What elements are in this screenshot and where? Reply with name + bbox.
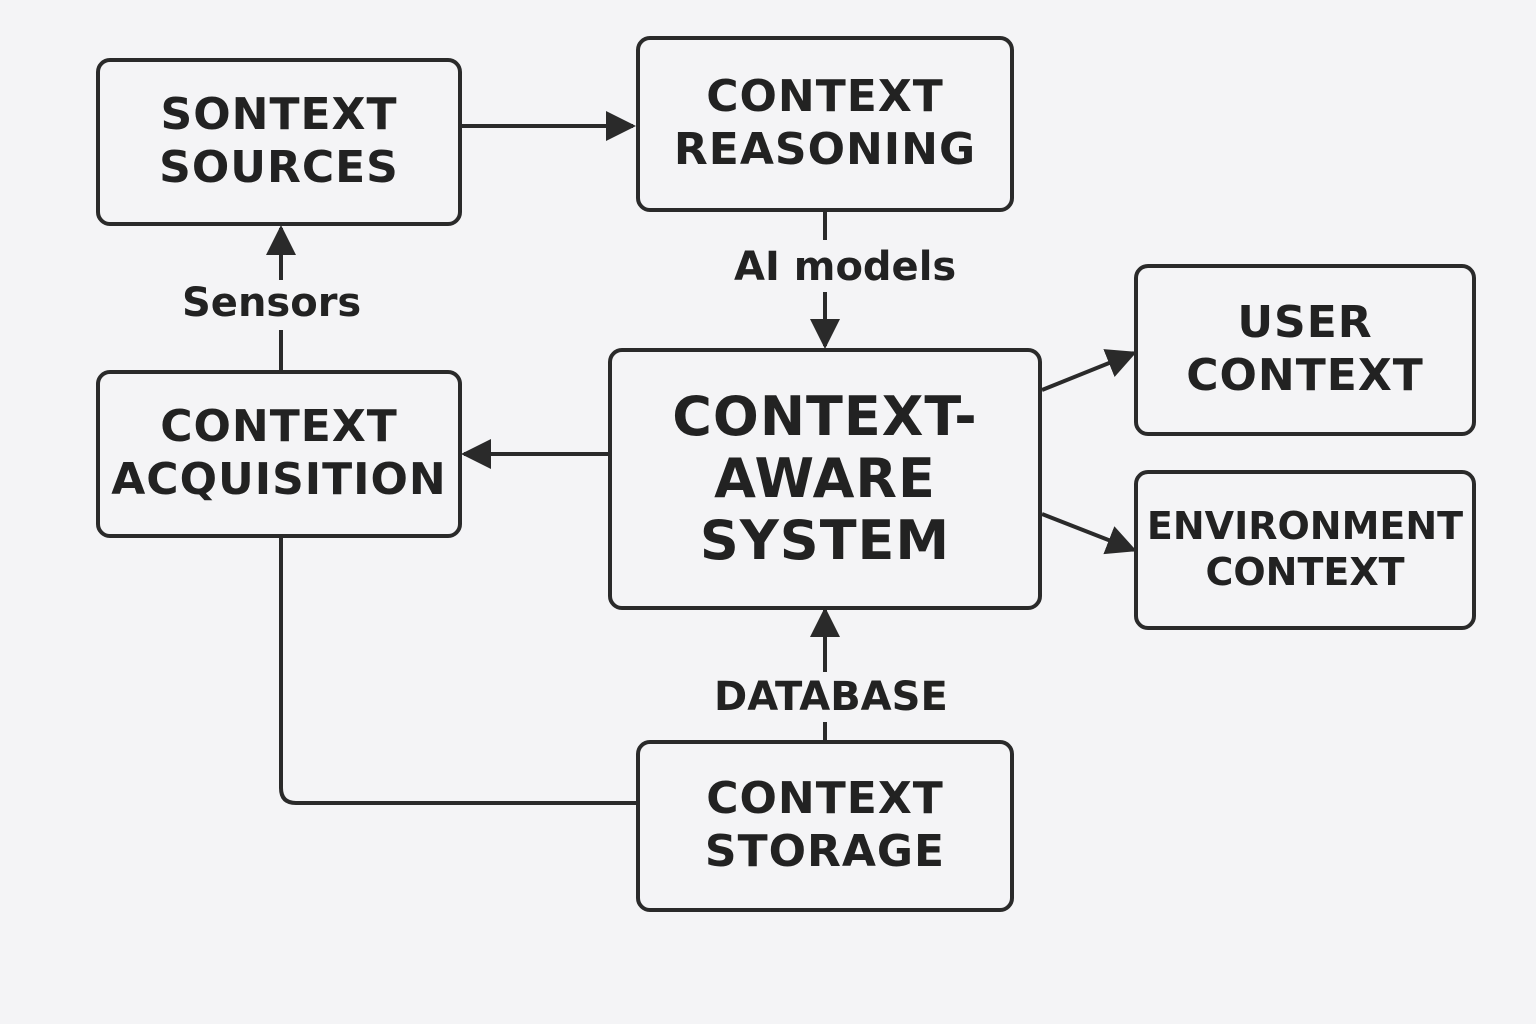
line-acquisition-to-storage <box>279 538 638 805</box>
user-context-box[interactable]: USER CONTEXT <box>1134 264 1476 436</box>
context-aware-system-line2: AWARE <box>714 446 936 510</box>
arrow-system-to-user-context <box>1041 349 1137 392</box>
environment-context-box[interactable]: ENVIRONMENT CONTEXT <box>1134 470 1476 630</box>
context-acquisition-line2: ACQUISITION <box>111 454 447 505</box>
arrow-system-to-environment-context <box>1041 512 1137 555</box>
context-sources-line1: SONTEXT <box>160 89 398 141</box>
context-aware-system-line1: CONTEXT- <box>672 384 978 448</box>
user-context-line2: CONTEXT <box>1186 350 1424 401</box>
environment-context-line1: ENVIRONMENT <box>1146 504 1464 549</box>
context-acquisition-box[interactable]: CONTEXT ACQUISITION <box>96 370 462 538</box>
context-reasoning-line1: CONTEXT <box>706 71 944 123</box>
context-reasoning-line2: REASONING <box>673 124 977 175</box>
context-reasoning-box[interactable]: CONTEXT REASONING <box>636 36 1014 212</box>
context-aware-system-box[interactable]: CONTEXT- AWARE SYSTEM <box>608 348 1042 610</box>
user-context-line1: USER <box>1237 297 1373 349</box>
environment-context-line2: CONTEXT <box>1205 550 1405 594</box>
context-storage-box[interactable]: CONTEXT STORAGE <box>636 740 1014 912</box>
context-storage-line2: STORAGE <box>704 826 946 877</box>
database-label: DATABASE <box>708 674 954 720</box>
context-aware-system-line3: SYSTEM <box>699 509 951 573</box>
context-storage-line1: CONTEXT <box>706 773 944 825</box>
context-acquisition-line1: CONTEXT <box>160 401 398 453</box>
context-sources-line2: SOURCES <box>159 142 399 193</box>
sensors-label: Sensors <box>176 280 368 326</box>
ai-models-label: AI models <box>728 244 963 290</box>
context-sources-box[interactable]: SONTEXT SOURCES <box>96 58 462 226</box>
